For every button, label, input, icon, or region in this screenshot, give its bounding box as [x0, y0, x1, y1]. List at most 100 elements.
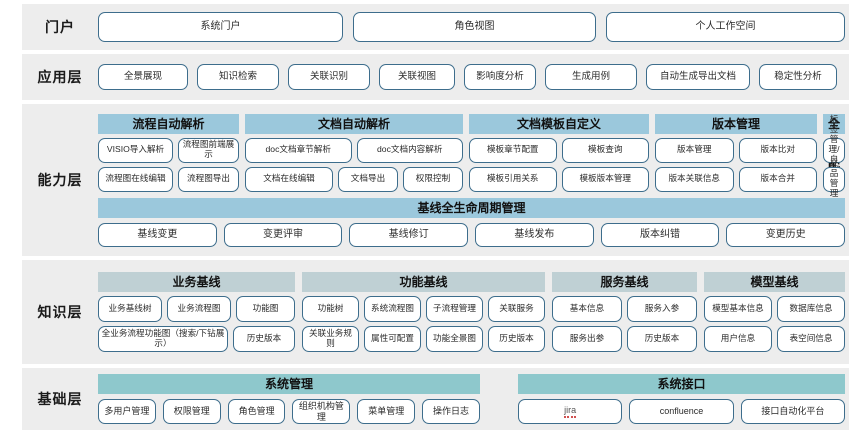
- cap-button-doc-export[interactable]: 文档导出: [338, 166, 398, 192]
- base-button-multi-user-mgmt[interactable]: 多用户管理: [98, 399, 156, 424]
- cap-button-flowchart-frontend-display[interactable]: 流程图前端展示: [178, 137, 239, 163]
- group-header-version-mgmt: 版本管理: [655, 113, 817, 134]
- layer-label-knowledge: 知识层: [37, 304, 83, 320]
- capability-lifecycle-block: 基线全生命周期管理 基线变更 变更评审 基线修订 基线发布 版本纠错 变更历史: [98, 197, 846, 247]
- layer-body-portal: 系统门户 角色视图 个人工作空间: [98, 12, 849, 42]
- cap-button-template-query[interactable]: 模板查询: [561, 137, 649, 163]
- app-button-relation-identify[interactable]: 关联识别: [288, 64, 370, 90]
- base-button-jira[interactable]: jira: [518, 399, 623, 424]
- know-button-system-flowchart[interactable]: 系统流程图: [364, 296, 421, 322]
- know-button-service-input-param[interactable]: 服务入参: [627, 296, 697, 322]
- life-button-baseline-change[interactable]: 基线变更: [98, 222, 217, 247]
- know-button-model-basic-info[interactable]: 模型基本信息: [704, 296, 772, 322]
- base-button-api-automation-platform[interactable]: 接口自动化平台: [740, 399, 845, 424]
- cap-button-version-compare[interactable]: 版本比对: [738, 137, 817, 163]
- capability-group-doc-template: 文档模板自定义 模板章节配置 模板查询 模板引用关系 模板版本管理: [469, 113, 649, 192]
- cap-button-visio-import-parse[interactable]: VISIO导入解析: [98, 137, 173, 163]
- knowledge-group-model-baseline: 模型基线 模型基本信息 数据库信息 用户信息 表空间信息: [704, 272, 845, 352]
- layer-body-application: 全景展现 知识检索 关联识别 关联视图 影响度分析 生成用例 自动生成导出文档 …: [98, 64, 849, 90]
- know-button-function-diagram[interactable]: 功能图: [236, 296, 295, 322]
- cap-button-doc-chapter-parse[interactable]: doc文档章节解析: [245, 137, 352, 163]
- life-button-baseline-release[interactable]: 基线发布: [475, 222, 594, 247]
- system-interface-button-row: jira confluence 接口自动化平台: [518, 399, 845, 424]
- know-button-database-info[interactable]: 数据库信息: [777, 296, 845, 322]
- application-button-row: 全景展现 知识检索 关联识别 关联视图 影响度分析 生成用例 自动生成导出文档 …: [98, 64, 849, 90]
- portal-button-role-view[interactable]: 角色视图: [353, 12, 596, 42]
- base-button-confluence[interactable]: confluence: [629, 399, 734, 424]
- know-button-function-panorama[interactable]: 功能全景图: [426, 326, 483, 352]
- life-button-version-correction[interactable]: 版本纠错: [600, 222, 720, 247]
- layer-application: 应用层 全景展现 知识检索 关联识别 关联视图 影响度分析 生成用例 自动生成导…: [22, 54, 849, 100]
- portal-button-system-portal[interactable]: 系统门户: [98, 12, 343, 42]
- know-button-function-tree[interactable]: 功能树: [302, 296, 359, 322]
- know-button-attribute-configurable[interactable]: 属性可配置: [364, 326, 421, 352]
- know-button-tablespace-info[interactable]: 表空间信息: [777, 326, 845, 352]
- cap-button-doc-content-parse[interactable]: doc文档内容解析: [356, 137, 463, 163]
- app-button-relation-view[interactable]: 关联视图: [379, 64, 455, 90]
- know-button-history-version-fun[interactable]: 历史版本: [488, 326, 545, 352]
- foundation-group-system-interface: 系统接口 jira confluence 接口自动化平台: [518, 374, 845, 424]
- know-button-service-basic-info[interactable]: 基本信息: [552, 296, 622, 322]
- app-button-generate-testcase[interactable]: 生成用例: [545, 64, 637, 90]
- app-button-panorama[interactable]: 全景展现: [98, 64, 188, 90]
- life-button-change-review[interactable]: 变更评审: [223, 222, 343, 247]
- knowledge-group-row: 业务基线 业务基线树 业务流程图 功能图 全业务流程功能图（搜索/下钻展示） 历…: [98, 272, 845, 352]
- capability-group-global-config: 全局配置 标签管理/自定义 产品管理: [823, 113, 845, 198]
- cap-button-permission-control[interactable]: 权限控制: [403, 166, 463, 192]
- system-mgmt-button-row: 多用户管理 权限管理 角色管理 组织机构管理 菜单管理 操作日志: [98, 399, 480, 424]
- cap-button-template-version-mgmt[interactable]: 模板版本管理: [561, 166, 649, 192]
- capability-group-version-mgmt: 版本管理 版本管理 版本比对 版本关联信息 版本合并: [655, 113, 817, 192]
- cap-button-version-mgmt[interactable]: 版本管理: [655, 137, 734, 163]
- app-button-stability-analysis[interactable]: 稳定性分析: [759, 64, 837, 90]
- group-header-service-baseline: 服务基线: [552, 272, 697, 292]
- layer-body-knowledge: 业务基线 业务基线树 业务流程图 功能图 全业务流程功能图（搜索/下钻展示） 历…: [98, 272, 849, 352]
- know-button-business-flowchart[interactable]: 业务流程图: [167, 296, 231, 322]
- group-header-flow-parse: 流程自动解析: [98, 113, 239, 134]
- layer-label-portal: 门户: [45, 19, 75, 35]
- layer-knowledge: 知识层 业务基线 业务基线树 业务流程图 功能图: [22, 260, 849, 364]
- know-button-subflow-mgmt[interactable]: 子流程管理: [426, 296, 483, 322]
- know-button-business-baseline-tree[interactable]: 业务基线树: [98, 296, 162, 322]
- base-button-operation-log[interactable]: 操作日志: [422, 399, 480, 424]
- capability-group-doc-parse: 文档自动解析 doc文档章节解析 doc文档内容解析 文档在线编辑 文档导出 权…: [245, 113, 463, 192]
- group-header-business-baseline: 业务基线: [98, 272, 295, 292]
- app-button-impact-analysis[interactable]: 影响度分析: [464, 64, 536, 90]
- layer-foundation: 基础层 系统管理 多用户管理 权限管理 角色管理 组织机构管理 菜单管理 操作日…: [22, 368, 849, 430]
- capability-group-flow-parse: 流程自动解析 VISIO导入解析 流程图前端展示 流程图在线编辑 流程图导出: [98, 113, 239, 192]
- cap-button-version-relation-info[interactable]: 版本关联信息: [655, 166, 734, 192]
- know-button-history-version-biz[interactable]: 历史版本: [233, 326, 295, 352]
- knowledge-group-function-baseline: 功能基线 功能树 系统流程图 子流程管理 关联服务 关联业务规则 属性可配置: [302, 272, 545, 352]
- know-button-user-info[interactable]: 用户信息: [704, 326, 772, 352]
- life-button-change-history[interactable]: 变更历史: [726, 222, 846, 247]
- base-button-permission-mgmt[interactable]: 权限管理: [162, 399, 221, 424]
- cap-button-version-merge[interactable]: 版本合并: [738, 166, 817, 192]
- know-button-service-output-param[interactable]: 服务出参: [552, 326, 622, 352]
- cap-button-product-mgmt[interactable]: 产品管理: [823, 158, 845, 198]
- portal-button-personal-workspace[interactable]: 个人工作空间: [606, 12, 845, 42]
- layer-label-capability: 能力层: [37, 172, 83, 188]
- lifecycle-button-row: 基线变更 变更评审 基线修订 基线发布 版本纠错 变更历史: [98, 222, 846, 247]
- cap-button-template-chapter-config[interactable]: 模板章节配置: [469, 137, 557, 163]
- base-button-org-structure-mgmt[interactable]: 组织机构管理: [292, 399, 351, 424]
- group-header-baseline-lifecycle: 基线全生命周期管理: [98, 197, 845, 218]
- cap-button-flowchart-export[interactable]: 流程图导出: [178, 166, 239, 192]
- base-button-role-mgmt[interactable]: 角色管理: [227, 399, 286, 424]
- layer-body-foundation: 系统管理 多用户管理 权限管理 角色管理 组织机构管理 菜单管理 操作日志 系统…: [98, 374, 849, 424]
- life-button-baseline-revise[interactable]: 基线修订: [349, 222, 469, 247]
- foundation-group-system-mgmt: 系统管理 多用户管理 权限管理 角色管理 组织机构管理 菜单管理 操作日志: [98, 374, 480, 424]
- cap-button-template-reference[interactable]: 模板引用关系: [469, 166, 557, 192]
- base-button-menu-mgmt[interactable]: 菜单管理: [357, 399, 416, 424]
- cap-button-flowchart-online-edit[interactable]: 流程图在线编辑: [98, 166, 173, 192]
- app-button-knowledge-search[interactable]: 知识检索: [197, 64, 279, 90]
- know-button-related-business-rule[interactable]: 关联业务规则: [302, 326, 359, 352]
- group-header-model-baseline: 模型基线: [704, 272, 845, 292]
- know-button-all-business-flow-function-map[interactable]: 全业务流程功能图（搜索/下钻展示）: [98, 326, 228, 352]
- know-button-history-version-svc[interactable]: 历史版本: [627, 326, 697, 352]
- app-button-auto-export-doc[interactable]: 自动生成导出文档: [646, 64, 750, 90]
- knowledge-group-business-baseline: 业务基线 业务基线树 业务流程图 功能图 全业务流程功能图（搜索/下钻展示） 历…: [98, 272, 295, 352]
- layer-body-capability: 流程自动解析 VISIO导入解析 流程图前端展示 流程图在线编辑 流程图导出: [98, 113, 849, 247]
- cap-button-doc-online-edit[interactable]: 文档在线编辑: [245, 166, 333, 192]
- know-button-related-service[interactable]: 关联服务: [488, 296, 545, 322]
- group-header-doc-template: 文档模板自定义: [469, 113, 649, 134]
